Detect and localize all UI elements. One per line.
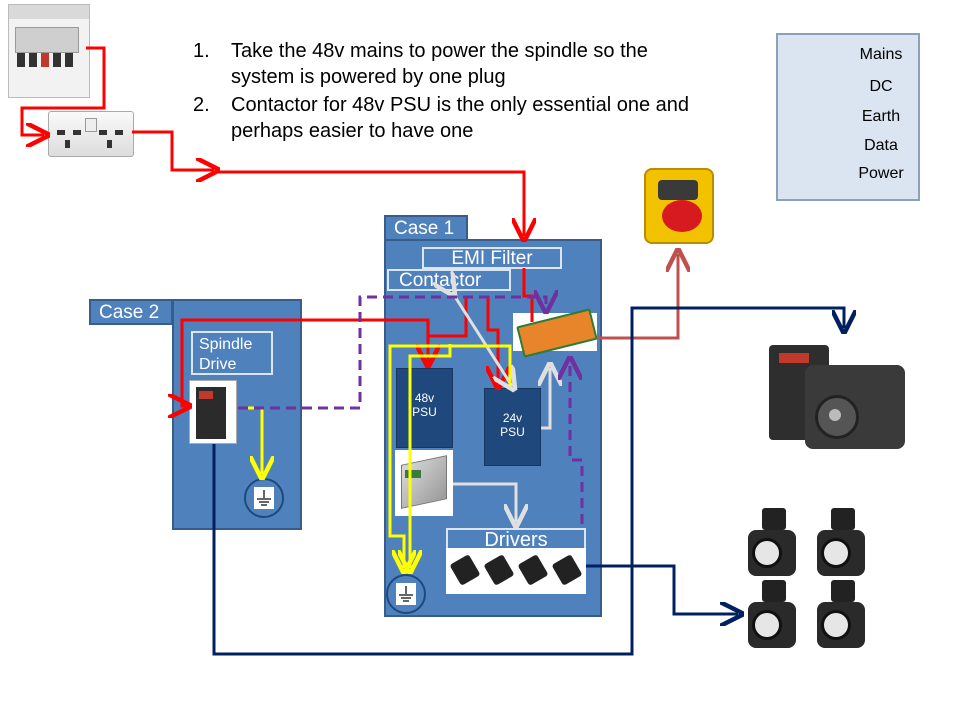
controller-board bbox=[513, 308, 598, 358]
note-item: 1. Take the 48v mains to power the spindl… bbox=[193, 38, 713, 90]
psu-48v-label: 48v PSU bbox=[412, 391, 437, 419]
legend-label-power: Power bbox=[858, 165, 904, 182]
drivers-label: Drivers bbox=[446, 528, 586, 550]
legend: Mains DC Earth Data Power bbox=[776, 33, 920, 201]
earth-spindle bbox=[238, 406, 262, 474]
psu-24v: 24v PSU bbox=[484, 388, 541, 466]
spindle-drive-label: Spindle Drive bbox=[191, 331, 273, 375]
note-item: 2. Contactor for 48v PSU is the only esse… bbox=[193, 92, 713, 144]
mains-emi-to-controller bbox=[522, 268, 534, 322]
note-text: Take the 48v mains to power the spindle … bbox=[231, 40, 648, 88]
mains-fusebox-to-socket bbox=[20, 46, 106, 135]
mains-to-emi bbox=[214, 170, 524, 236]
servo-motor-3 bbox=[748, 580, 804, 650]
servo-motor-2 bbox=[817, 508, 873, 578]
mains-to-spindle-drive bbox=[182, 318, 430, 406]
wall-socket-image bbox=[48, 111, 134, 157]
legend-label-earth: Earth bbox=[861, 108, 901, 125]
mains-socket-to-case bbox=[132, 130, 214, 170]
notes-list: 1. Take the 48v mains to power the spindl… bbox=[193, 38, 713, 146]
case-1-tab: Case 1 bbox=[384, 215, 468, 241]
emergency-stop-image bbox=[638, 160, 720, 246]
earth-case1-a bbox=[388, 344, 512, 568]
note-number: 1. bbox=[193, 40, 210, 62]
power-servo-motors bbox=[586, 564, 738, 614]
note-text: Contactor for 48v PSU is the only essent… bbox=[231, 94, 690, 142]
emi-filter-label: EMI Filter bbox=[422, 247, 562, 269]
case-2-tab: Case 2 bbox=[89, 299, 173, 325]
power-spindle-motor bbox=[212, 306, 844, 656]
estop-wire bbox=[598, 254, 678, 340]
fuse-box-image bbox=[8, 4, 90, 98]
legend-label-data: Data bbox=[864, 137, 898, 154]
data-drivers-to-controller bbox=[570, 362, 584, 524]
dc-contactor-link bbox=[452, 292, 512, 386]
psu-photo bbox=[395, 450, 453, 516]
psu-24v-label: 24v PSU bbox=[500, 411, 525, 439]
data-spindle-to-controller bbox=[238, 297, 546, 410]
servo-motor-4 bbox=[817, 580, 873, 650]
power-wires bbox=[212, 306, 844, 656]
earth-wires bbox=[238, 344, 512, 568]
ground-icon-case1 bbox=[386, 574, 426, 614]
dc-24v-to-controller bbox=[541, 368, 550, 430]
data-wires bbox=[238, 297, 584, 524]
legend-label-dc: DC bbox=[869, 78, 893, 95]
spindle-motor-image bbox=[765, 335, 910, 460]
note-number: 2. bbox=[193, 94, 210, 116]
servo-motor-1 bbox=[748, 508, 804, 578]
earth-case1-b bbox=[410, 344, 452, 568]
drivers-photo bbox=[446, 548, 586, 594]
mains-to-24v bbox=[488, 296, 498, 384]
dc-48v-to-drivers bbox=[453, 482, 516, 522]
dc-wires bbox=[452, 292, 550, 522]
legend-label-mains: Mains bbox=[859, 46, 903, 63]
